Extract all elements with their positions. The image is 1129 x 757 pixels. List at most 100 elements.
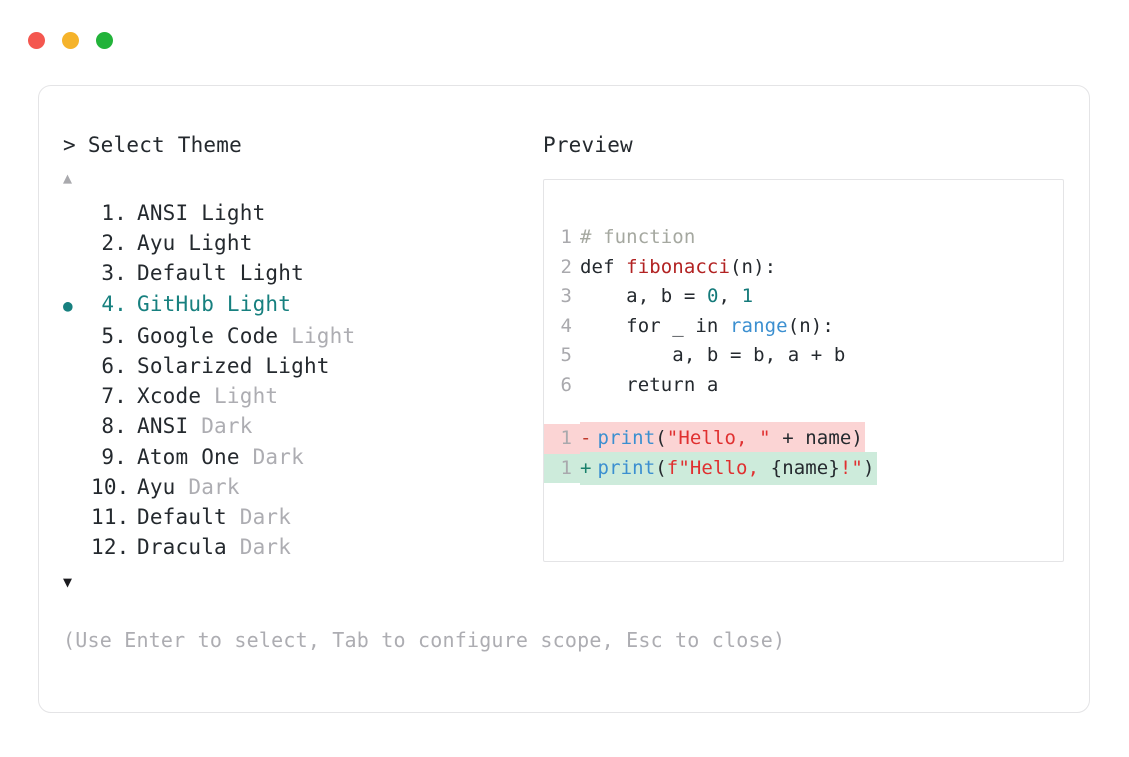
theme-item-index: 6. (101, 354, 127, 379)
theme-item-index: 9. (101, 444, 127, 469)
theme-item-index: 2. (101, 231, 127, 256)
code-line-text: def fibonacci(n): (580, 253, 776, 283)
diff-line-text: +print(f"Hello, {name}!") (580, 451, 877, 485)
code-token: 0 (706, 285, 719, 307)
code-token: ( (655, 427, 667, 449)
prompt-caret-icon: > (63, 133, 76, 157)
code-line-text: # function (580, 223, 695, 253)
code-token: (n): (730, 255, 777, 278)
theme-item-variant: Dark (175, 474, 240, 499)
code-token: ( (655, 456, 667, 479)
code-token: # function (580, 226, 696, 248)
theme-item-name: Default (137, 505, 227, 530)
code-spacer (544, 400, 1063, 422)
code-token: + name) (770, 427, 863, 449)
theme-item-variant: Dark (188, 414, 253, 439)
theme-item-name: Xcode (137, 384, 202, 409)
theme-item-index: 5. (101, 323, 127, 348)
code-token: "Hello, " (666, 427, 771, 449)
diff-added-line: 1+print(f"Hello, {name}!") (544, 451, 1063, 485)
line-number: 6 (560, 373, 572, 396)
code-line: 1# function (544, 223, 1063, 253)
theme-item-index: 4. (101, 291, 127, 316)
theme-list-item[interactable]: 11. Default Dark (63, 502, 533, 532)
theme-item-index: 10. (91, 474, 130, 499)
code-token: print (597, 456, 656, 479)
theme-item-name: Dracula (137, 535, 227, 560)
theme-item-index: 11. (91, 505, 130, 530)
theme-item-name: GitHub Light (137, 291, 292, 316)
theme-list-item[interactable]: 8.ANSI Dark (63, 411, 533, 441)
theme-item-name: Default Light (137, 261, 304, 286)
window-titlebar (28, 32, 113, 49)
theme-item-index: 1. (101, 201, 127, 225)
code-line-text: return a (580, 371, 718, 401)
code-token: return a (580, 373, 719, 396)
theme-item-name: Atom One (137, 444, 240, 469)
line-number: 4 (560, 314, 572, 337)
theme-item-name: ANSI Light (137, 201, 266, 225)
diff-plus-sign: + (580, 456, 592, 479)
theme-list-item[interactable]: 1. ANSI Light (63, 198, 533, 228)
code-token: def (580, 255, 627, 278)
theme-item-variant: Dark (226, 505, 292, 530)
code-token: f"Hello, (666, 456, 771, 479)
theme-list-item[interactable]: 6. Solarized Light (63, 351, 533, 381)
code-line-text: a, b = b, a + b (580, 341, 845, 371)
theme-selector-card: > Select Theme ▲ 1. ANSI Light 2. Ayu Light… (38, 85, 1090, 713)
code-line-text: a, b = 0, 1 (580, 282, 753, 312)
maximize-window-button[interactable] (96, 32, 113, 49)
theme-list-item[interactable]: 10. Ayu Dark (63, 472, 533, 502)
code-line: 3 a, b = 0, 1 (544, 282, 1063, 312)
selected-bullet-icon: ● (63, 295, 73, 315)
code-token: , (718, 285, 742, 307)
theme-item-name: Ayu Light (137, 231, 253, 256)
diff-line-text: -print("Hello, " + name) (580, 422, 865, 456)
theme-list-item[interactable]: ● 4. GitHub Light (63, 289, 533, 321)
theme-item-variant: Dark (226, 535, 292, 560)
code-token: a, b = (580, 285, 707, 307)
theme-item-index: 3. (101, 261, 127, 286)
scroll-up-arrow-icon[interactable]: ▲ (63, 169, 73, 187)
minimize-window-button[interactable] (62, 32, 79, 49)
line-number: 3 (560, 285, 572, 307)
theme-item-name: Ayu (137, 474, 176, 499)
code-token: fibonacci (626, 255, 731, 278)
theme-item-variant: Light (201, 384, 279, 409)
code-token: ) (862, 456, 875, 479)
code-token: 1 (741, 285, 754, 307)
code-token: for _ in (580, 314, 731, 337)
preview-title: Preview (543, 133, 633, 157)
code-line: 4 for _ in range(n): (544, 312, 1063, 342)
theme-item-name: Google Code (137, 323, 279, 348)
code-token: a, b = b, a + b (580, 344, 846, 366)
code-line: 2 def fibonacci(n): (544, 253, 1063, 283)
theme-list-item[interactable]: 2. Ayu Light (63, 228, 533, 258)
theme-item-index: 7. (101, 384, 127, 409)
theme-item-index: 12. (91, 535, 130, 560)
theme-list-item[interactable]: 3. Default Light (63, 258, 533, 288)
line-number: 5 (560, 344, 572, 366)
keyboard-hint: (Use Enter to select, Tab to configure s… (63, 628, 786, 652)
code-line-text: for _ in range(n): (580, 312, 834, 342)
scroll-down-arrow-icon[interactable]: ▼ (63, 573, 73, 592)
line-number: 2 (560, 255, 572, 278)
close-window-button[interactable] (28, 32, 45, 49)
theme-item-name: Solarized Light (137, 354, 330, 379)
theme-list-item[interactable]: 9. Atom One Dark (63, 442, 533, 472)
theme-item-variant: Light (278, 323, 356, 348)
theme-picker: > Select Theme ▲ 1. ANSI Light 2. Ayu Light… (63, 132, 533, 596)
theme-item-variant: Dark (239, 444, 304, 469)
theme-list-item[interactable]: 12. Dracula Dark (63, 532, 533, 562)
theme-list-item[interactable]: 7. Xcode Light (63, 381, 533, 411)
prompt-line: > Select Theme (63, 132, 533, 158)
page-title: Select Theme (87, 133, 242, 157)
code-line: 6 return a (544, 371, 1063, 401)
code-token: print (597, 427, 656, 449)
line-number: 1 (544, 453, 580, 483)
code-token: range (730, 314, 788, 337)
theme-list-item[interactable]: 5. Google Code Light (63, 321, 533, 351)
code-token: (n): (787, 314, 834, 337)
